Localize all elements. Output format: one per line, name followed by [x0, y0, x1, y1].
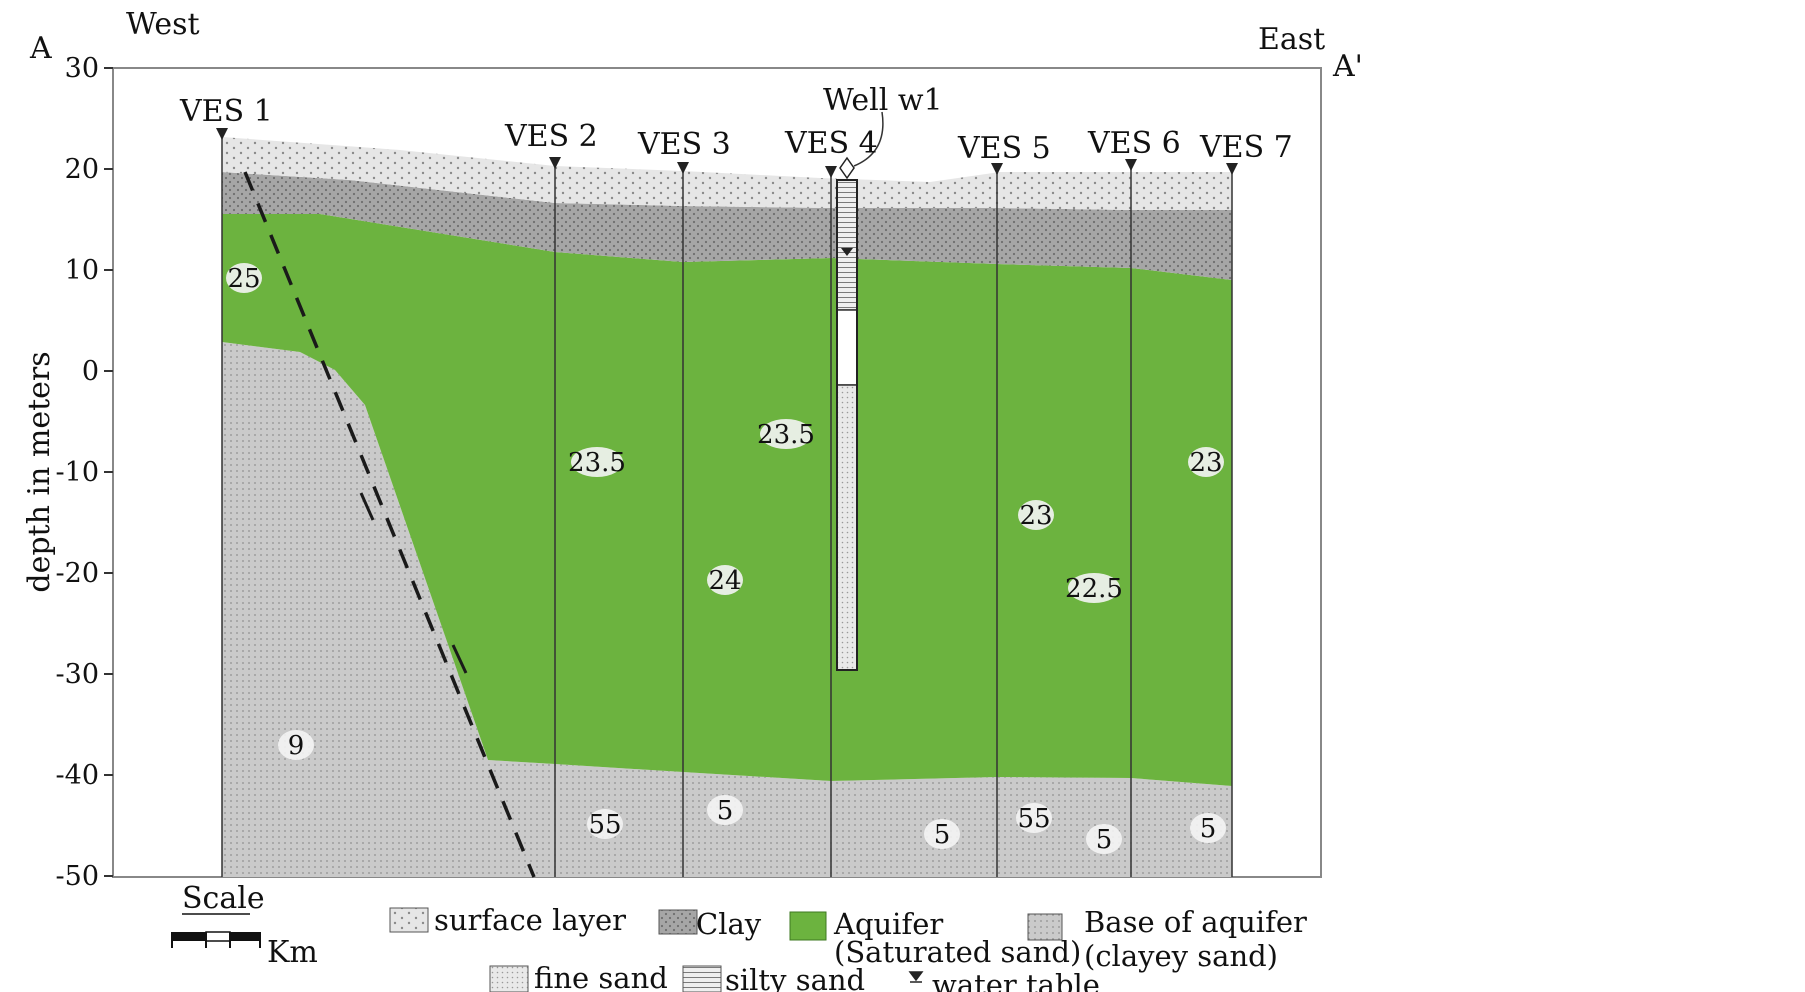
- resistivity-label: 5: [707, 795, 743, 826]
- legend-aquifer-2: (Saturated sand): [834, 935, 1081, 969]
- sounding-label: VES 7: [1199, 130, 1293, 165]
- sounding-marker: [825, 166, 837, 178]
- resistivity-value: 23: [1189, 448, 1222, 478]
- resistivity-value: 55: [1017, 804, 1050, 834]
- base-of-aquifer-layer: [222, 342, 1232, 877]
- resistivity-label: 55: [1016, 803, 1052, 834]
- sounding-marker: [549, 157, 561, 169]
- legend-swatch-aquifer: [789, 911, 827, 941]
- y-tick-label: 0: [82, 356, 99, 387]
- y-tick-label: -50: [56, 861, 99, 892]
- fault-mark-2: [451, 644, 468, 674]
- fault-mark-1: [359, 492, 375, 521]
- resistivity-label: 24: [707, 565, 743, 596]
- resistivity-label: 55: [587, 809, 623, 840]
- legend-water-table: water table: [932, 968, 1100, 992]
- y-axis-label: depth in meters: [22, 351, 57, 592]
- resistivity-value: 24: [708, 566, 741, 596]
- sounding-marker: [1125, 159, 1137, 171]
- resistivity-value: 23.5: [568, 448, 626, 478]
- legend-clay: Clay: [696, 907, 762, 941]
- y-tick-label: -10: [56, 457, 99, 488]
- resistivity-value: 5: [934, 820, 951, 850]
- legend-silty-sand: silty sand: [725, 963, 865, 992]
- water-table-icon: [908, 971, 924, 983]
- sounding-marker: [216, 128, 228, 140]
- y-tick-label: -20: [56, 558, 99, 589]
- resistivity-value: 55: [588, 810, 621, 840]
- resistivity-value: 25: [227, 264, 260, 294]
- scale-unit: Km: [267, 935, 318, 970]
- legend-swatch-fine-sand: [489, 965, 529, 992]
- y-tick-label: -40: [56, 760, 99, 791]
- sounding-label: VES 2: [504, 119, 598, 154]
- resistivity-value: 22.5: [1065, 574, 1123, 604]
- y-axis: 30 20 10 0 -10 -20 -30 -40 -50: [56, 53, 113, 892]
- legend-aquifer-1: Aquifer: [833, 907, 943, 941]
- resistivity-value: 5: [1096, 825, 1113, 855]
- legend-swatch-clay: [658, 909, 698, 935]
- section-end-label: A': [1332, 49, 1363, 84]
- legend-swatch-base: [1027, 913, 1063, 941]
- fault-line: [243, 171, 536, 878]
- well-w1: [836, 111, 884, 671]
- resistivity-label: 25: [226, 263, 262, 294]
- sounding-marker: [1226, 163, 1238, 175]
- legend-base-1: Base of aquifer: [1084, 905, 1307, 939]
- west-label: West: [126, 7, 200, 42]
- resistivity-value: 9: [288, 731, 305, 761]
- resistivity-value: 23: [1019, 501, 1052, 531]
- sounding-label: VES 3: [637, 127, 731, 162]
- resistivity-value: 23.5: [757, 420, 815, 450]
- sounding-lines: [221, 137, 1233, 877]
- resistivity-value: 5: [717, 796, 734, 826]
- legend-surface: surface layer: [434, 903, 626, 937]
- resistivity-label: 23: [1188, 447, 1224, 478]
- sounding-label: VES 6: [1087, 126, 1181, 161]
- aquifer-layer: [222, 214, 1232, 786]
- resistivity-label: 5: [924, 819, 960, 850]
- resistivity-label: 23.5: [568, 447, 626, 478]
- resistivity-label: 23: [1018, 500, 1054, 531]
- sounding-label: VES 5: [957, 131, 1051, 166]
- resistivity-value: 5: [1200, 814, 1217, 844]
- legend-fine-sand: fine sand: [534, 961, 668, 992]
- scale-bar: Scale Km: [171, 881, 318, 970]
- y-tick-label: 20: [65, 154, 99, 185]
- surface-layer: [222, 137, 1232, 210]
- y-tick-label: 30: [65, 53, 99, 84]
- resistivity-label: 5: [1190, 813, 1226, 844]
- clay-layer: [222, 172, 1232, 280]
- legend-base-2: (clayey sand): [1084, 939, 1278, 973]
- resistivity-label: 22.5: [1065, 573, 1123, 604]
- resistivity-label: 23.5: [757, 419, 815, 450]
- resistivity-label: 9: [278, 730, 314, 761]
- legend: surface layer Clay Aquifer (Saturated sa…: [389, 903, 1307, 992]
- well-label: Well w1: [823, 83, 943, 118]
- y-tick-label: 10: [65, 255, 99, 286]
- resistivity-label: 5: [1086, 824, 1122, 855]
- scale-title: Scale: [182, 881, 265, 916]
- sounding-label: VES 4: [784, 126, 878, 161]
- well-leader: [853, 111, 884, 167]
- east-label: East: [1258, 22, 1325, 57]
- well-marker: [839, 156, 855, 180]
- sounding-marker: [991, 163, 1003, 175]
- sounding-marker: [677, 162, 689, 174]
- y-tick-label: -30: [56, 659, 99, 690]
- legend-swatch-surface: [389, 907, 429, 933]
- legend-swatch-silty-sand: [682, 965, 722, 992]
- sounding-labels: VES 1 VES 2 VES 3 VES 4 VES 5 VES 6 VES 7: [179, 94, 1293, 178]
- sounding-label: VES 1: [179, 94, 273, 129]
- section-start-label: A: [29, 31, 52, 66]
